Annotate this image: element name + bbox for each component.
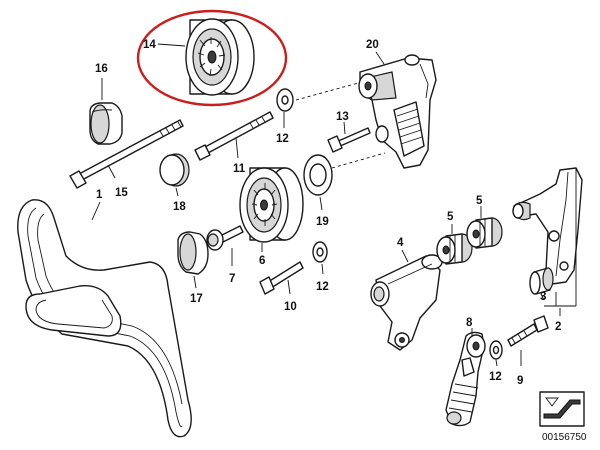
label-1: 1: [96, 189, 103, 201]
part-20-belt-tensioner[interactable]: [358, 54, 437, 169]
part-6-idler-pulley[interactable]: [239, 167, 304, 243]
part-8-hydraulic-damper[interactable]: [445, 331, 486, 427]
page-corner-arrow-icon: [539, 391, 585, 427]
label-14: 14: [143, 39, 156, 51]
part-2-mounting-bracket[interactable]: [512, 167, 583, 285]
label-10: 10: [284, 301, 297, 313]
part-13-bolt[interactable]: [327, 127, 371, 153]
part-14-idler-pulley[interactable]: [185, 18, 255, 96]
part-17-pulley-cap[interactable]: [177, 231, 209, 275]
part-11-bolt[interactable]: [194, 111, 274, 161]
part-12-washer-top[interactable]: [276, 88, 294, 112]
part-3-sleeve[interactable]: [529, 267, 554, 295]
part-5-bushing-left[interactable]: [436, 233, 473, 265]
part-7-bolt[interactable]: [206, 225, 244, 251]
label-19: 19: [316, 216, 329, 228]
label-18: 18: [173, 201, 186, 213]
label-6: 6: [259, 255, 265, 267]
label-5-left: 5: [447, 211, 454, 223]
reference-number: 00156750: [542, 432, 587, 443]
label-5-right: 5: [476, 195, 483, 207]
label-15: 15: [115, 187, 128, 199]
highlight-circle: [136, 9, 288, 107]
label-11: 11: [233, 163, 246, 175]
part-19-spacer-washer[interactable]: [303, 154, 333, 196]
label-17: 17: [190, 293, 203, 305]
label-12-bottom: 12: [489, 371, 502, 383]
part-1-ribbed-belt[interactable]: [17, 199, 192, 438]
part-5-bushing-right[interactable]: [466, 217, 503, 249]
label-12-top: 12: [276, 133, 289, 145]
part-15-long-bolt[interactable]: [69, 119, 184, 189]
label-3: 3: [540, 291, 546, 303]
label-7: 7: [229, 273, 235, 285]
part-12-washer-middle[interactable]: [312, 241, 328, 263]
label-8: 8: [466, 317, 473, 329]
part-4-tensioner-arm[interactable]: [370, 254, 443, 351]
part-10-bolt[interactable]: [259, 261, 304, 295]
label-4: 4: [397, 237, 404, 249]
label-9: 9: [517, 375, 523, 387]
label-16: 16: [95, 63, 108, 75]
part-18-dust-cap[interactable]: [159, 153, 190, 187]
part-9-bolt[interactable]: [507, 315, 549, 347]
label-2: 2: [555, 321, 561, 333]
part-12-washer-bottom[interactable]: [489, 340, 503, 360]
label-20: 20: [366, 39, 379, 51]
label-12-middle: 12: [316, 281, 329, 293]
label-13: 13: [336, 111, 349, 123]
part-16-pulley-cap[interactable]: [89, 102, 123, 145]
